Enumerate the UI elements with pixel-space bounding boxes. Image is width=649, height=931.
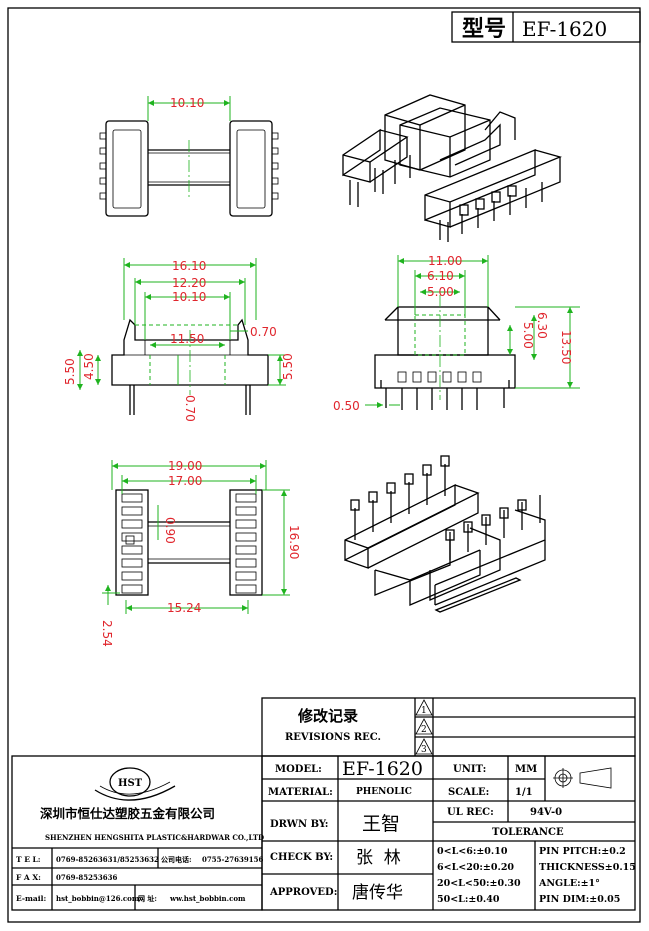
revisions-title-cn: 修改记录 xyxy=(297,707,358,725)
tol-row-3: 20<L<50:±0.30 xyxy=(437,878,521,889)
type-label: 型号 xyxy=(462,16,506,42)
drawn-value: 王智 xyxy=(362,813,400,835)
dim-bottom-overall: 19.00 xyxy=(168,459,202,473)
scale-label: SCALE: xyxy=(448,787,489,798)
tol-row-1: 0<L<6:±0.10 xyxy=(437,846,508,857)
approved-value: 唐传华 xyxy=(352,882,403,903)
ul-value: 94V-0 xyxy=(530,807,562,818)
ul-label: UL REC: xyxy=(447,807,494,818)
dim-front-right-total: 5.50 xyxy=(281,353,295,380)
dim-side-core-h: 5.00 xyxy=(521,322,535,349)
rev-mark-3: 3 xyxy=(421,745,427,755)
revisions-title-en: REVISIONS REC. xyxy=(285,732,381,743)
fax-label: F A X: xyxy=(16,873,41,882)
spec-row-1: PIN PITCH:±0.2 xyxy=(539,846,626,857)
iso-view-bottom xyxy=(344,455,546,613)
check-value: 张 林 xyxy=(356,848,401,868)
tel-label: T E L: xyxy=(16,855,41,864)
company-name-cn: 深圳市恒仕达塑胶五金有限公司 xyxy=(40,806,215,821)
material-label: MATERIAL: xyxy=(268,787,333,798)
dim-front-h-left: 4.50 xyxy=(82,353,96,380)
unit-value: MM xyxy=(515,764,537,775)
tel2-value: 0755-27639156 xyxy=(202,855,263,864)
header-model: EF-1620 xyxy=(522,17,607,41)
unit-label: UNIT: xyxy=(453,764,486,775)
web-value: ww.hst_bobbin.com xyxy=(169,894,246,903)
dim-side-pin: 0.50 xyxy=(333,399,360,413)
dim-top-width: 10.10 xyxy=(170,96,204,110)
scale-value: 1/1 xyxy=(515,787,533,798)
company-logo: HST xyxy=(94,767,176,801)
sheet-border xyxy=(7,7,641,923)
front-view: 16.10 12.20 10.10 0.70 11.50 0.70 4.50 5… xyxy=(63,258,295,422)
dim-front-left-total: 5.50 xyxy=(63,358,77,385)
projection-symbol-icon xyxy=(553,767,612,789)
rev-mark-1: 1 xyxy=(421,706,427,716)
dim-bottom-height: 16.90 xyxy=(287,525,301,559)
check-label: CHECK BY: xyxy=(270,852,333,863)
dim-side-inner: 5.00 xyxy=(427,285,454,299)
dim-side-overall: 11.00 xyxy=(428,254,462,268)
model-header: 型号 EF-1620 xyxy=(451,11,641,43)
title-block: MODEL: EF-1620 UNIT: MM MATERIAL: PHENOL… xyxy=(261,755,636,911)
dim-side-h2: 6.30 xyxy=(535,312,549,339)
material-value: PHENOLIC xyxy=(356,787,412,797)
dim-side-mid: 6.10 xyxy=(427,269,454,283)
iso-view-top xyxy=(342,94,562,242)
rev-mark-2: 2 xyxy=(421,725,427,735)
spec-row-4: PIN DIM:±0.05 xyxy=(539,894,620,905)
dim-side-total-h: 13.50 xyxy=(559,330,573,364)
company-block: HST 深圳市恒仕达塑胶五金有限公司 SHENZHEN HENGSHITA PL… xyxy=(11,755,264,911)
logo-text: HST xyxy=(118,778,143,789)
side-view: 11.00 6.10 5.00 5.00 6.30 13.50 0.50 xyxy=(333,254,580,413)
top-view: 10.10 xyxy=(99,96,279,217)
spec-row-3: ANGLE:±1° xyxy=(538,878,600,889)
email-label: E-mail: xyxy=(16,894,46,903)
tol-row-4: 50<L:±0.40 xyxy=(437,894,500,905)
spec-row-2: THICKNESS±0.15 xyxy=(539,862,636,873)
revisions-block: 修改记录 REVISIONS REC. 1 2 3 xyxy=(261,697,636,757)
approved-label: APPROVED: xyxy=(269,887,337,898)
model-value: EF-1620 xyxy=(342,758,423,780)
email-value: hst_bobbin@126.com xyxy=(56,894,140,903)
tel-value: 0769-85263631/85253632 xyxy=(56,855,159,864)
dim-bottom-row: 15.24 xyxy=(167,601,201,615)
dim-front-inner: 10.10 xyxy=(172,290,206,304)
dim-front-pin: 0.70 xyxy=(183,395,197,422)
company-name-en: SHENZHEN HENGSHITA PLASTIC&HARDWAR CO.,L… xyxy=(45,833,264,842)
tolerance-label: TOLERANCE xyxy=(492,827,564,838)
bottom-view: 19.00 17.00 0.90 16.90 2.54 15.24 xyxy=(100,459,301,647)
drawn-label: DRWN BY: xyxy=(270,819,329,830)
dim-front-mid: 12.20 xyxy=(172,276,206,290)
dim-bottom-inner: 17.00 xyxy=(168,474,202,488)
tol-row-2: 6<L<20:±0.20 xyxy=(437,862,514,873)
model-label: MODEL: xyxy=(275,764,322,775)
tel2-label: 公司电话: xyxy=(161,855,192,864)
dim-front-core: 11.50 xyxy=(170,332,204,346)
dim-bottom-slot: 0.90 xyxy=(163,517,177,544)
dim-front-wall: 0.70 xyxy=(250,325,277,339)
dim-bottom-pitch: 2.54 xyxy=(100,620,114,647)
fax-value: 0769-85253636 xyxy=(56,873,117,882)
web-label: 网 址: xyxy=(138,894,157,903)
dim-front-overall: 16.10 xyxy=(172,259,206,273)
